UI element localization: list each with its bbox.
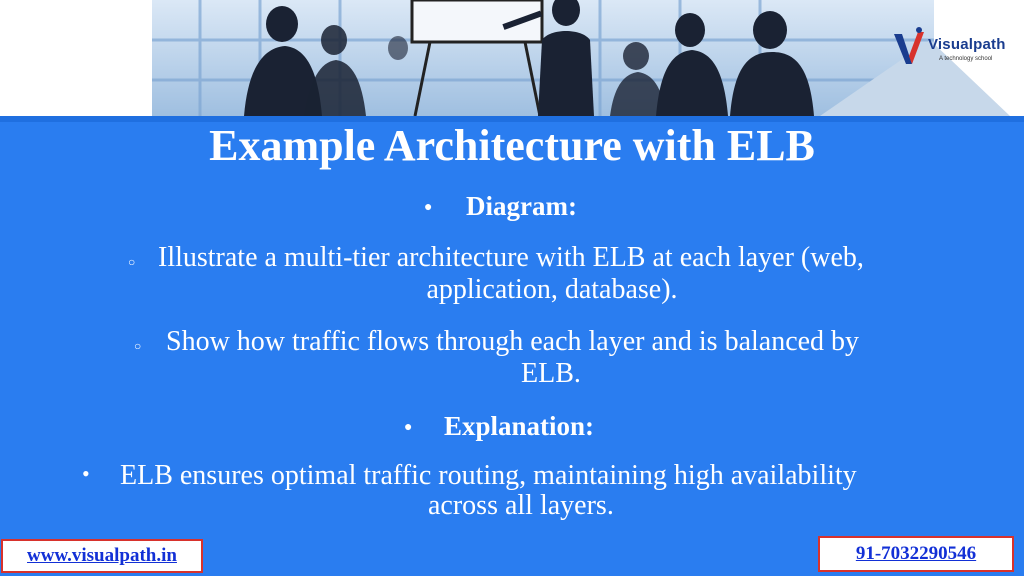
slide-title: Example Architecture with ELB <box>0 120 1024 172</box>
visualpath-logo-icon <box>894 27 924 64</box>
list-item-continuation: application, database). <box>426 274 678 305</box>
slide-body <box>0 116 1024 576</box>
banner-image <box>152 0 1010 116</box>
bullet-dot-icon: ● <box>424 200 433 215</box>
brand-name: Visualpath <box>928 36 1006 53</box>
list-item-continuation: ELB. <box>521 358 581 389</box>
header-banner: Visualpath A technology school <box>0 0 1024 116</box>
list-item: Illustrate a multi-tier architecture wit… <box>158 242 864 273</box>
bullet-dot-icon: ● <box>404 420 413 435</box>
website-link-box[interactable]: www.visualpath.in <box>1 539 203 573</box>
slide-title-text: Example Architecture with ELB <box>209 121 815 170</box>
list-item: Show how traffic flows through each laye… <box>166 326 860 357</box>
section-heading-diagram: Diagram: <box>466 191 577 221</box>
list-item: ELB ensures optimal traffic routing, mai… <box>120 460 857 491</box>
list-item-continuation: across all layers. <box>428 490 614 521</box>
phone-number-box[interactable]: 91-7032290546 <box>818 536 1014 572</box>
bullet-circle-icon: ○ <box>128 255 136 269</box>
brand-tagline: A technology school <box>939 56 993 62</box>
section-heading-explanation: Explanation: <box>444 411 595 441</box>
visualpath-logo: Visualpath A technology school <box>892 24 1012 70</box>
website-link[interactable]: www.visualpath.in <box>27 545 177 566</box>
bullet-dot-icon: • <box>82 461 90 486</box>
bullet-circle-icon: ○ <box>134 339 142 353</box>
phone-number[interactable]: 91-7032290546 <box>855 543 977 564</box>
